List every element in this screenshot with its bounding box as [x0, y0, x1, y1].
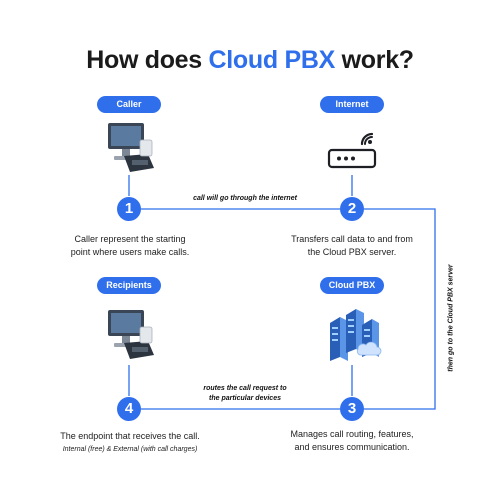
description-recipients-line2: Internal (free) & External (with call ch… [62, 446, 198, 453]
description-caller-line1: Caller represent the starting [74, 234, 186, 244]
step-number-3: 3 [340, 397, 364, 421]
label-cloud-pbx: Cloud PBX [320, 277, 384, 294]
label-internet: Internet [320, 96, 384, 113]
connector-label-routing-line1: routes the call request to [203, 385, 287, 392]
description-internet-line2: the Cloud PBX server. [307, 247, 397, 257]
step-number-2: 2 [340, 197, 364, 221]
title-suffix: work? [335, 46, 414, 74]
connector-label-routing-line2: the particular devices [209, 395, 281, 402]
description-recipients: The endpoint that receives the call. Int… [30, 430, 230, 456]
desk-phone-computer-icon [108, 123, 154, 172]
description-cloud-pbx-line2: and ensures communication. [294, 442, 410, 452]
connector-label-routing: routes the call request to the particula… [170, 384, 320, 404]
description-caller: Caller represent the starting point wher… [40, 233, 220, 259]
connector-label-cloud-pbx: then go to the Cloud PBX server [447, 264, 455, 372]
router-icon [327, 132, 377, 169]
step-number-1: 1 [117, 197, 141, 221]
server-cloud-icon [330, 309, 382, 361]
page-title: How does Cloud PBX work? [0, 46, 500, 75]
desk-phone-computer-icon [108, 310, 154, 359]
description-recipients-line1: The endpoint that receives the call. [60, 431, 200, 441]
description-cloud-pbx: Manages call routing, features, and ensu… [262, 428, 442, 454]
step-number-4: 4 [117, 397, 141, 421]
description-caller-line2: point where users make calls. [70, 247, 190, 257]
title-accent: Cloud PBX [208, 46, 336, 74]
label-recipients: Recipients [97, 277, 161, 294]
description-internet-line1: Transfers call data to and from [291, 234, 413, 244]
connector-2-3 [364, 208, 436, 410]
connector-label-internet: call will go through the internet [193, 195, 297, 202]
description-internet: Transfers call data to and from the Clou… [262, 233, 442, 259]
description-cloud-pbx-line1: Manages call routing, features, [290, 429, 414, 439]
title-prefix: How does [86, 46, 209, 74]
label-caller: Caller [97, 96, 161, 113]
